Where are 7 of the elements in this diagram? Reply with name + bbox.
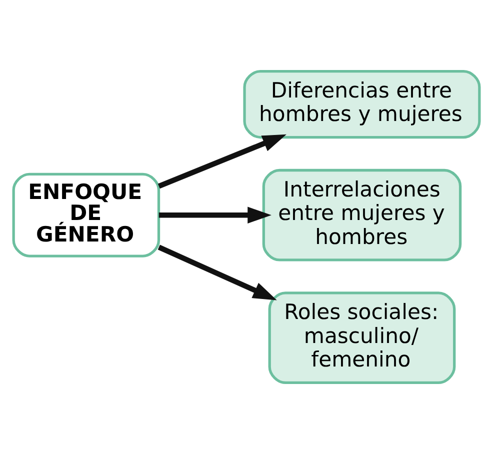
node-box: Roles sociales: masculino/ femenino <box>268 291 456 384</box>
node-box: Interrelaciones entre mujeres y hombres <box>262 168 462 261</box>
node-box: ENFOQUE DE GÉNERO <box>12 172 160 257</box>
arrow <box>158 244 277 300</box>
arrow <box>158 206 272 223</box>
arrow <box>158 134 286 188</box>
node-box: Diferencias entre hombres y mujeres <box>243 69 481 138</box>
